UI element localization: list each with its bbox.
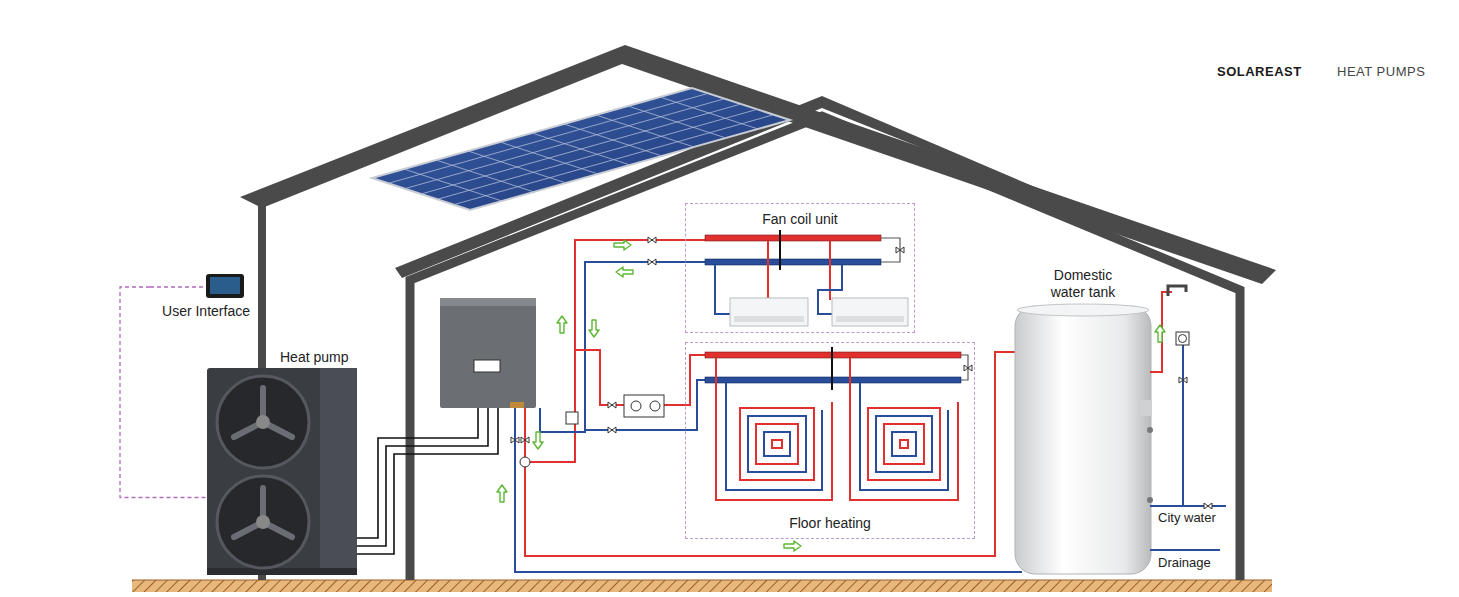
fan-coil-group: Fan coil unit: [685, 203, 915, 333]
pipe-label: Drainage: [1158, 555, 1211, 571]
brand-subtitle: HEAT PUMPS: [1337, 64, 1425, 80]
node-label: Domestic water tank: [1035, 267, 1131, 301]
brand-name: SOLAREAST: [1217, 64, 1302, 80]
node-label: User Interface: [162, 303, 250, 320]
node-label: Fan coil unit: [762, 211, 837, 228]
user-interface: User Interface: [150, 272, 262, 322]
node-label: Heat pump: [280, 349, 348, 366]
floor-heating-group: Floor heating: [685, 342, 975, 539]
pipe-label: City water: [1158, 510, 1216, 526]
node-label: Floor heating: [789, 515, 871, 532]
heat-pump: Heat pump: [207, 348, 357, 578]
water-tank: Domestic water tank: [1010, 265, 1156, 577]
